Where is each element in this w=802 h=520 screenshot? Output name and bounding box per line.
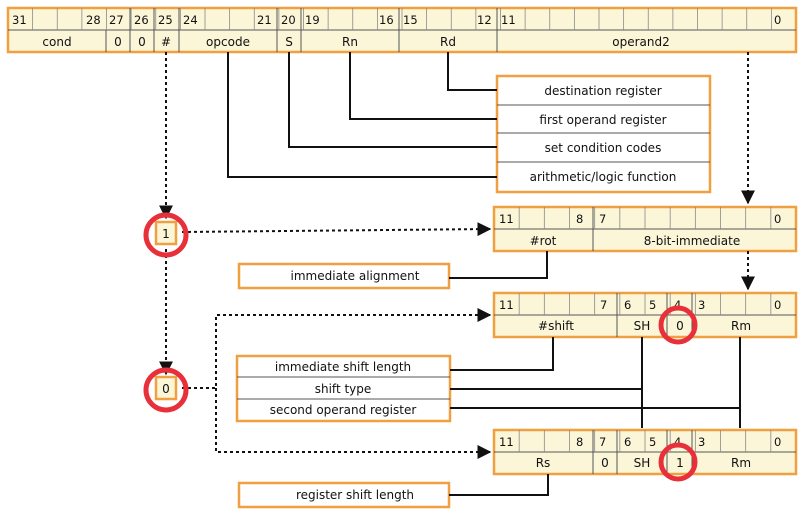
selector-one: 1 (154, 220, 178, 246)
shi-field-shift: #shift (538, 319, 574, 333)
shi-bit-3: 3 (698, 298, 705, 312)
wire-shift-amount (450, 337, 554, 371)
shr-field-rm: Rm (731, 456, 751, 470)
highlight-circle-selector-zero (143, 367, 189, 413)
field-s: S (285, 35, 293, 49)
dash-sel0-to-reg-shift (215, 388, 492, 459)
shi-field-sh: SH (634, 319, 651, 333)
highlight-circle-shi-bit4 (658, 305, 698, 345)
shr-field-sh: SH (634, 456, 651, 470)
field-immediate-flag: # (161, 35, 171, 49)
shr-field-bit7: 0 (601, 456, 609, 470)
shr-bit-0: 0 (774, 435, 781, 449)
bit-27: 27 (109, 13, 124, 27)
imm-bit-11: 11 (499, 212, 514, 226)
immediate-alignment-box: immediate alignment (237, 262, 451, 290)
legend-first-operand-register: first operand register (539, 113, 666, 127)
selector-zero: 0 (154, 375, 178, 401)
wire-rd (447, 52, 497, 91)
label-register-shift-length: register shift length (296, 488, 414, 502)
shi-field-rm: Rm (731, 319, 751, 333)
bit-20: 20 (281, 13, 296, 27)
legend-set-condition-codes: set condition codes (545, 141, 662, 155)
register-shift-format: 11 8 7 6 5 4 3 0 Rs 0 SH 1 Rm (492, 428, 798, 476)
shift-legend: immediate shift length shift type second… (235, 354, 452, 423)
shr-bit-3: 3 (698, 435, 705, 449)
legend-shift-type: shift type (315, 382, 372, 396)
shi-bit-7: 7 (600, 298, 607, 312)
field-legend: destination register first operand regis… (495, 74, 712, 194)
bit-28: 28 (86, 13, 101, 27)
bit-15: 15 (403, 13, 418, 27)
shi-bit-0: 0 (774, 298, 781, 312)
field-rd: Rd (440, 35, 456, 49)
shr-field-rs: Rs (536, 456, 551, 470)
wire-s (288, 52, 497, 148)
shr-bit-8: 8 (576, 435, 583, 449)
field-bit26: 0 (138, 35, 146, 49)
shr-field-bit4: 1 (676, 456, 684, 470)
register-shift-length-box: register shift length (237, 481, 451, 509)
immediate-shift-format: 11 7 6 5 4 3 0 #shift SH 0 Rm (492, 291, 798, 339)
field-cond: cond (42, 35, 71, 49)
field-operand2: operand2 (612, 35, 670, 49)
field-bit27: 0 (114, 35, 122, 49)
bit-25: 25 (158, 13, 173, 27)
bit-26: 26 (134, 13, 149, 27)
dash-sel1-to-immediate (181, 222, 492, 237)
shr-bit-5: 5 (649, 435, 656, 449)
legend-second-operand-register: second operand register (270, 403, 417, 417)
bit-19: 19 (305, 13, 320, 27)
bit-16: 16 (379, 13, 394, 27)
shi-bit-4: 4 (674, 298, 681, 312)
shi-bit-5: 5 (649, 298, 656, 312)
shr-bit-11: 11 (499, 435, 514, 449)
highlight-circle-selector-one (143, 212, 189, 258)
bit-21: 21 (257, 13, 272, 27)
bit-31: 31 (12, 13, 27, 27)
imm-bit-8: 8 (576, 212, 583, 226)
imm-bit-0: 0 (774, 212, 781, 226)
imm-bit-7: 7 (599, 212, 606, 226)
legend-destination-register: destination register (544, 84, 661, 98)
selector-one-label: 1 (162, 227, 170, 241)
shr-bit-7: 7 (599, 435, 606, 449)
shi-field-bit4: 0 (676, 319, 684, 333)
wire-rot (449, 251, 548, 279)
legend-arithmetic-logic-function: arithmetic/logic function (530, 170, 677, 184)
highlight-circle-shr-bit4 (658, 442, 698, 482)
shi-bit-11: 11 (499, 298, 514, 312)
shr-bit-6: 6 (624, 435, 631, 449)
bit-0: 0 (774, 13, 781, 27)
label-immediate-alignment: immediate alignment (291, 269, 420, 283)
wire-opcode (227, 52, 497, 178)
bit-11: 11 (501, 13, 516, 27)
immediate-operand-format: 11 8 7 0 #rot 8-bit-immediate (492, 205, 798, 253)
bit-24: 24 (183, 13, 198, 27)
legend-immediate-shift-length: immediate shift length (275, 360, 411, 374)
instruction-word: 31 28 27 26 25 24 21 20 19 16 15 12 11 0… (6, 6, 798, 54)
shi-bit-6: 6 (624, 298, 631, 312)
selector-zero-label: 0 (162, 382, 170, 396)
wire-rs (449, 474, 549, 496)
field-opcode: opcode (206, 35, 250, 49)
field-rn: Rn (342, 35, 358, 49)
imm-field-8bit-immediate: 8-bit-immediate (644, 234, 740, 248)
shr-bit-4: 4 (674, 435, 681, 449)
wire-rn (349, 52, 497, 120)
bit-12: 12 (477, 13, 492, 27)
imm-field-rot: #rot (530, 234, 557, 248)
